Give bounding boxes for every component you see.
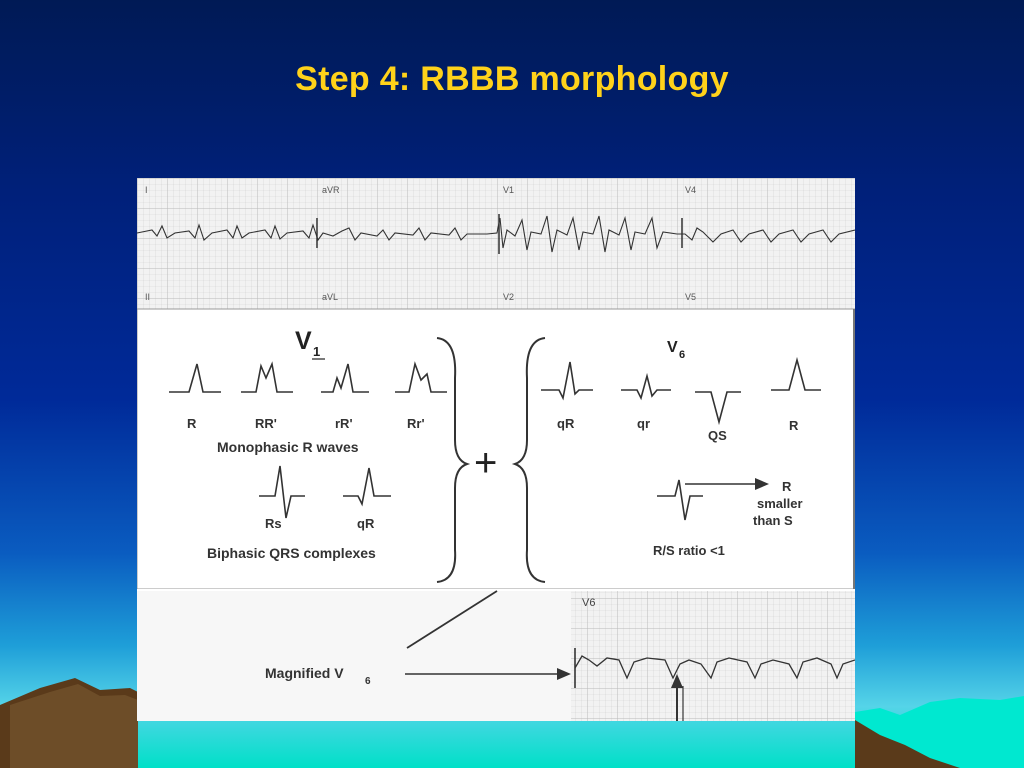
lead-label-v2: V2 bbox=[503, 292, 514, 302]
ecg-strip-top: I aVR V1 V4 II aVL V2 V5 bbox=[137, 178, 855, 309]
right-mountain bbox=[855, 720, 960, 768]
v6-strip-label: V6 bbox=[582, 597, 595, 609]
ecg-figure: I aVR V1 V4 II aVL V2 V5 V 1 R RR' rR' R… bbox=[137, 178, 855, 721]
wave-small-r-r-prime bbox=[321, 363, 369, 393]
label-qr-v1: qR bbox=[357, 516, 375, 531]
lead-label-ii: II bbox=[145, 292, 150, 302]
rs-arrow-head bbox=[755, 478, 769, 490]
morphology-panel: V 1 R RR' rR' Rr' Monophasic R waves Rs … bbox=[137, 308, 855, 590]
bottom-section: V6 Magnified V 6 bbox=[137, 589, 855, 721]
label-rs: Rs bbox=[265, 516, 282, 531]
label-r-v6: R bbox=[789, 418, 799, 433]
left-mountain-highlight bbox=[10, 684, 138, 768]
v1-heading-sub: 1 bbox=[313, 344, 320, 359]
v1-heading: V bbox=[295, 327, 312, 355]
slide-title: Step 4: RBBB morphology bbox=[295, 60, 729, 98]
magnified-label-sub: 6 bbox=[365, 676, 371, 687]
lead-label-v5: V5 bbox=[685, 292, 696, 302]
left-brace bbox=[511, 337, 546, 583]
label-qs: QS bbox=[708, 428, 727, 443]
lead-label-v1: V1 bbox=[503, 185, 514, 195]
v1-monophasic-waves bbox=[169, 361, 447, 393]
wave-qr-v6 bbox=[541, 361, 593, 401]
v1-biphasic-waves bbox=[259, 465, 391, 519]
biphasic-caption: Biphasic QRS complexes bbox=[207, 545, 376, 561]
wave-r-small-r-prime bbox=[395, 361, 447, 393]
wave-r-v6 bbox=[771, 356, 821, 391]
rs-arrow-label-r: R bbox=[782, 479, 792, 494]
wave-rs-ratio bbox=[657, 479, 703, 521]
plus-sign: + bbox=[474, 441, 497, 485]
lead-label-v4: V4 bbox=[685, 185, 696, 195]
lead-label-avl: aVL bbox=[322, 292, 338, 302]
wave-rr-prime bbox=[241, 361, 293, 393]
rs-arrow-label-than-s: than S bbox=[753, 513, 793, 528]
v6-waves bbox=[541, 356, 821, 426]
v6-heading-sub: 6 bbox=[679, 349, 685, 361]
magnified-label: Magnified V bbox=[265, 665, 344, 681]
magnified-arrow-head bbox=[557, 668, 571, 680]
right-brace bbox=[436, 337, 471, 583]
monophasic-caption: Monophasic R waves bbox=[217, 439, 359, 455]
label-r-small-r-prime: Rr' bbox=[407, 416, 425, 431]
rs-ratio-caption: R/S ratio <1 bbox=[653, 543, 725, 558]
wave-rs bbox=[259, 465, 305, 519]
connector-line bbox=[406, 590, 498, 649]
wave-qs bbox=[695, 391, 741, 426]
v6-heading: V bbox=[667, 339, 678, 356]
magnified-v6-trace bbox=[574, 655, 855, 680]
label-rr-prime: RR' bbox=[255, 416, 277, 431]
wave-qr-lower bbox=[621, 372, 671, 401]
label-qr-lower: qr bbox=[637, 416, 650, 431]
rs-arrow-label-smaller: smaller bbox=[757, 496, 803, 511]
label-r: R bbox=[187, 416, 197, 431]
lead-label-avr: aVR bbox=[322, 185, 340, 195]
wave-qr-v1 bbox=[343, 467, 391, 507]
lead-label-i: I bbox=[145, 185, 148, 195]
wave-r bbox=[169, 363, 221, 393]
label-qr-v6: qR bbox=[557, 416, 575, 431]
label-small-r-r-prime: rR' bbox=[335, 416, 353, 431]
